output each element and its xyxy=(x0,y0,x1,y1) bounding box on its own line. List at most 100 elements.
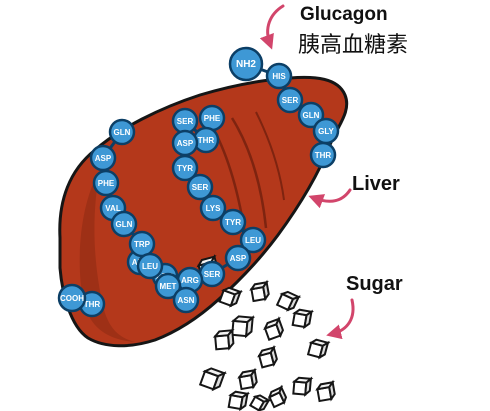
sugar-cube xyxy=(267,384,288,409)
bead-circle xyxy=(309,141,337,169)
bead-circle xyxy=(219,208,247,236)
sugar-cube xyxy=(230,315,256,339)
residue-label: GLN xyxy=(116,220,133,229)
residue-bead: ASP xyxy=(224,244,252,272)
residue-label: THR xyxy=(198,136,215,145)
residue-label: PHE xyxy=(204,114,221,123)
liver-arrow xyxy=(308,188,352,209)
residue-label: COOH xyxy=(60,294,84,303)
sugar-cube xyxy=(291,308,315,330)
glucagon-chinese-label: 胰高血糖素 xyxy=(298,33,408,58)
sugar-cube xyxy=(257,344,278,369)
residue-bead: TRP xyxy=(128,230,156,258)
bead-circle xyxy=(186,173,214,201)
residue-label: SER xyxy=(204,270,221,279)
bead-circle xyxy=(92,169,120,197)
residue-label: NH2 xyxy=(236,59,256,70)
residue-label: VAL xyxy=(105,204,121,213)
residue-bead: ASP xyxy=(171,129,199,157)
residue-bead: PHE xyxy=(92,169,120,197)
residue-bead: LYS xyxy=(199,194,227,222)
residue-bead: MET xyxy=(154,272,182,300)
liver-fold-line xyxy=(255,111,285,201)
residue-label: LEU xyxy=(142,262,158,271)
glucagon-arrow xyxy=(259,4,285,50)
sugar-cube xyxy=(248,394,272,411)
residue-label: THR xyxy=(84,300,101,309)
sugar-cube xyxy=(227,390,251,411)
liver-label: Liver xyxy=(352,173,400,195)
sugar-cube xyxy=(249,279,270,303)
bead-circle xyxy=(224,244,252,272)
bead-circle xyxy=(57,283,87,313)
residue-bead: ASP xyxy=(89,144,117,172)
residue-label: SER xyxy=(282,96,299,105)
bead-circle xyxy=(265,62,293,90)
residue-bead: GLN xyxy=(108,118,136,146)
liver-fold-line xyxy=(230,117,268,229)
residue-bead: COOH xyxy=(57,283,87,313)
glucagon-label: Glucagon xyxy=(300,4,388,25)
residue-label: GLN xyxy=(114,128,131,137)
bead-circle xyxy=(89,144,117,172)
bead-circle xyxy=(110,210,138,238)
residue-bead: PHE xyxy=(198,104,226,132)
residue-label: ARG xyxy=(181,276,199,285)
residue-label: SER xyxy=(192,183,209,192)
residue-bead: HIS xyxy=(265,62,293,90)
residue-label: LEU xyxy=(245,236,261,245)
bead-circle xyxy=(199,194,227,222)
sugar-cube xyxy=(263,316,285,341)
residue-bead: SER xyxy=(186,173,214,201)
residue-bead: GLY xyxy=(312,117,340,145)
residue-bead: GLN xyxy=(110,210,138,238)
sugar-cube xyxy=(306,338,331,360)
residue-label: GLN xyxy=(303,111,320,120)
residue-bead: SER xyxy=(198,260,226,288)
residue-label: LYS xyxy=(206,204,221,213)
bead-circle xyxy=(108,118,136,146)
residue-bead: LEU xyxy=(239,226,267,254)
sugar-cube xyxy=(275,290,302,312)
sugar-cube xyxy=(212,327,235,351)
sugar-label: Sugar xyxy=(346,273,403,295)
sugar-cube xyxy=(291,376,314,397)
residue-bead: SER xyxy=(276,86,304,114)
bead-circle xyxy=(297,101,325,129)
residue-label: ASN xyxy=(178,296,195,305)
residue-label: ASP xyxy=(230,254,247,263)
residue-bead: THR xyxy=(309,141,337,169)
bead-circle xyxy=(154,272,182,300)
residue-label: ASP xyxy=(95,154,112,163)
bead-circle xyxy=(136,252,164,280)
sugar-arrow xyxy=(326,298,355,340)
residue-label: HIS xyxy=(272,72,286,81)
residue-bead: LEU xyxy=(136,252,164,280)
sugar-cube xyxy=(237,367,258,391)
residue-label: TRP xyxy=(134,240,151,249)
sugar-cube xyxy=(218,286,243,308)
residue-bead: TYR xyxy=(219,208,247,236)
bead-circle xyxy=(171,154,199,182)
residue-label: SER xyxy=(177,117,194,126)
bead-circle xyxy=(228,46,264,82)
residue-bead: SER xyxy=(171,107,199,135)
nh2-terminal-bead: NH2 xyxy=(228,46,264,82)
sugar-cube xyxy=(315,379,336,403)
residue-label: TYR xyxy=(225,218,241,227)
residue-label: ASP xyxy=(177,139,194,148)
residue-label: MET xyxy=(160,282,177,291)
residue-bead: GLN xyxy=(297,101,325,129)
bead-circle xyxy=(172,286,200,314)
residue-label: PHE xyxy=(98,179,115,188)
residue-label: TYR xyxy=(177,164,193,173)
bead-circle xyxy=(276,86,304,114)
residue-label: THR xyxy=(315,151,332,160)
residue-bead: TYR xyxy=(171,154,199,182)
residue-bead: ASN xyxy=(172,286,200,314)
residue-label: GLY xyxy=(318,127,334,136)
sugar-cube xyxy=(198,367,228,392)
bead-circle xyxy=(239,226,267,254)
